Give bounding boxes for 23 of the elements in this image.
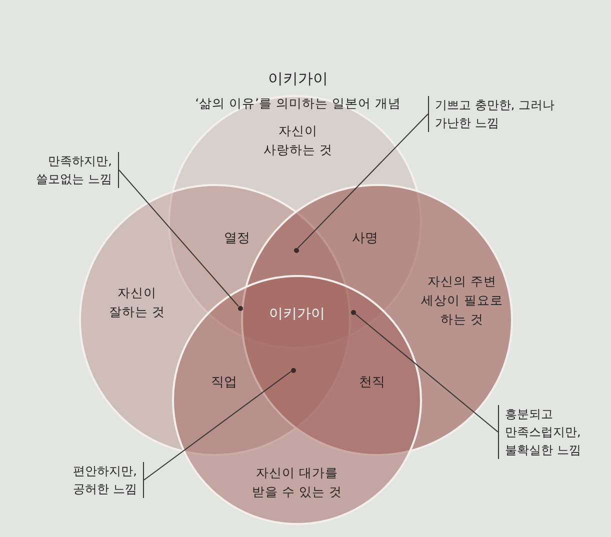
dot-marker [290,368,296,372]
dot-marker [238,306,242,310]
leader-line [297,114,428,249]
callout-text: 만족하지만, 쓸모없는 느낌 [8,152,119,188]
region-label: 열정 [224,230,250,247]
dot-marker [350,310,356,314]
circle-label: 자신이 잘하는 것 [108,284,166,321]
circle-label: 자신이 대가를 받을 수 있는 것 [251,464,343,501]
leader-line [144,370,292,480]
region-label: 직업 [211,374,237,391]
region-label: 사명 [352,230,378,247]
title: 이키가이 [268,70,328,88]
dot-marker [294,248,298,252]
region-label: 천직 [359,374,385,391]
callout-text: 흥분되고 만족스럽지만, 불확실한 느낌 [498,405,597,459]
callout-text: 편안하지만, 공허한 느낌 [40,462,144,498]
circle-label: 자신의 주변 세상이 필요로 하는 것 [420,272,504,328]
circle-label: 자신이 사랑하는 것 [262,122,334,159]
subtitle: ‘삶의 이유’를 의미하는 일본어 개념 [195,96,401,112]
leader-line [354,313,498,432]
leader-line [118,170,239,307]
region-label: 이키가이 [269,305,325,323]
callout-text: 기쁘고 충만한, 그러나 가난한 느낌 [428,96,555,132]
